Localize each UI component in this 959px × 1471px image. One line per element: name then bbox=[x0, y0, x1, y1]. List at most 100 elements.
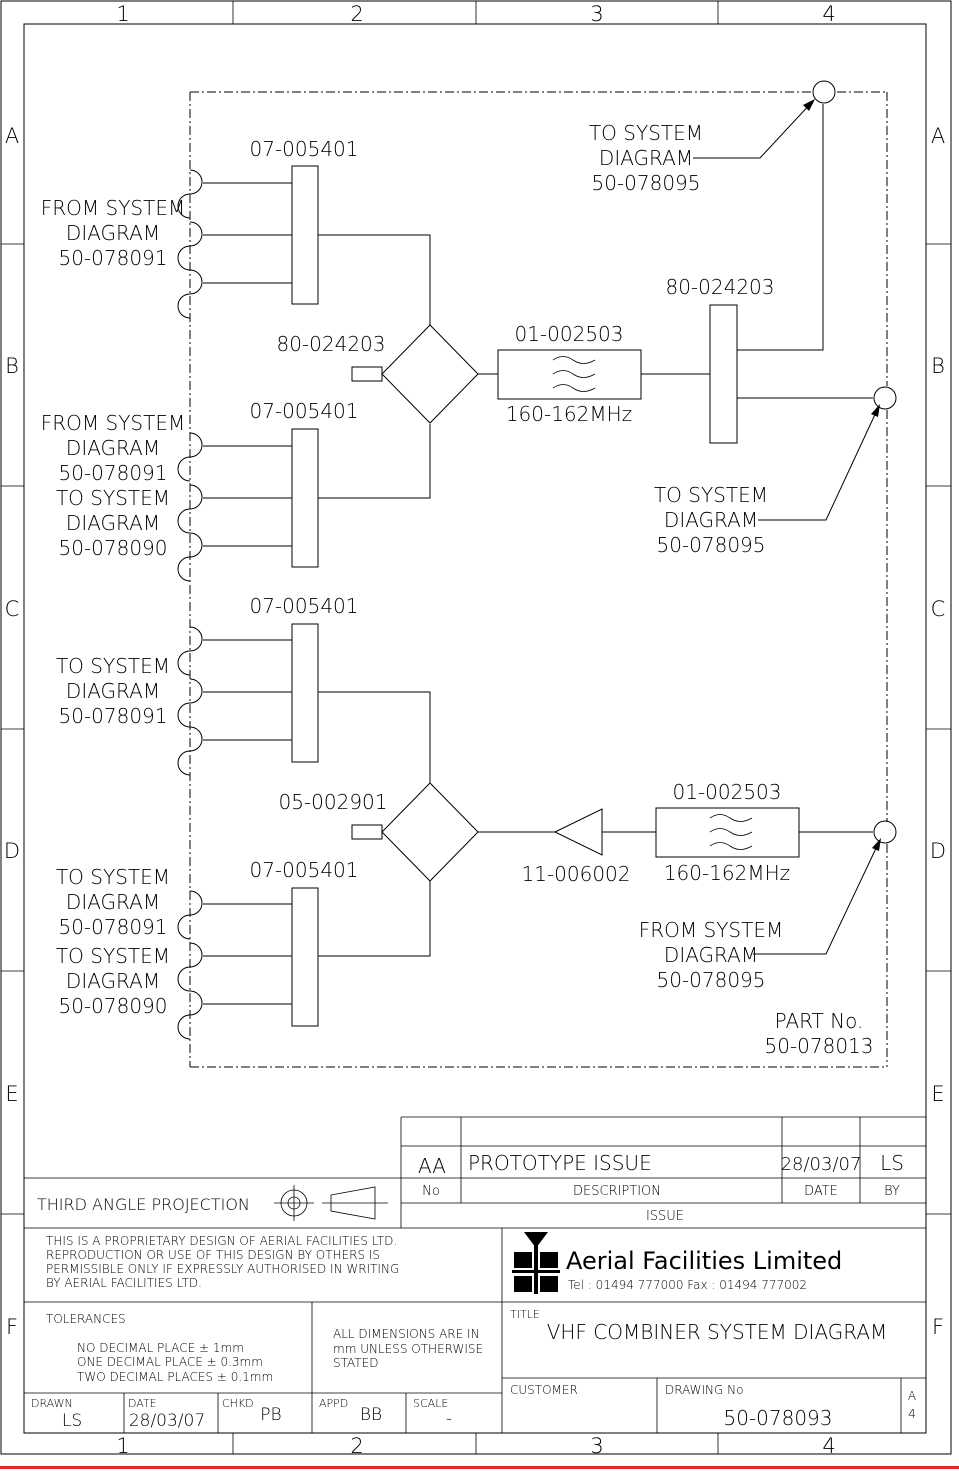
filter-ref: 01-002503 bbox=[514, 322, 623, 346]
system-label: TO SYSTEM bbox=[56, 865, 170, 889]
system-label: TO SYSTEM bbox=[56, 486, 170, 510]
combiner-ref: 80-024203 bbox=[276, 332, 385, 356]
system-label: DIAGRAM bbox=[66, 890, 160, 914]
system-label: 50-078091 bbox=[58, 246, 167, 270]
row-label: C bbox=[5, 597, 20, 621]
scale-value: - bbox=[446, 1409, 452, 1429]
col-label: 2 bbox=[350, 1434, 363, 1458]
revision-header-issue: ISSUE bbox=[646, 1209, 684, 1224]
chkd-label: CHKD bbox=[222, 1397, 254, 1410]
system-label: FROM SYSTEM bbox=[41, 196, 185, 220]
appd-value: BB bbox=[360, 1405, 382, 1425]
row-label: B bbox=[931, 354, 945, 378]
col-label: 4 bbox=[822, 1434, 835, 1458]
date-label: DATE bbox=[128, 1397, 157, 1410]
part-ref: 07-005401 bbox=[249, 137, 358, 161]
splitter-ref: 80-024203 bbox=[665, 275, 774, 299]
system-label: FROM SYSTEM bbox=[41, 411, 185, 435]
proprietary-line: REPRODUCTION OR USE OF THIS DESIGN BY OT… bbox=[46, 1248, 380, 1262]
row-label: E bbox=[931, 1082, 944, 1106]
system-label: DIAGRAM bbox=[664, 508, 758, 532]
system-label: DIAGRAM bbox=[66, 436, 160, 460]
revision-issue: AA bbox=[418, 1154, 446, 1178]
title-label: TITLE bbox=[510, 1308, 540, 1321]
part-ref: 07-005401 bbox=[249, 594, 358, 618]
revision-header-by: BY bbox=[884, 1184, 900, 1199]
company-logo bbox=[512, 1232, 560, 1294]
bar-block-upper-mid bbox=[203, 424, 431, 568]
filter-top bbox=[497, 349, 710, 400]
system-label: DIAGRAM bbox=[66, 221, 160, 245]
combiner-bottom bbox=[351, 782, 555, 882]
system-label: 50-078090 bbox=[58, 536, 167, 560]
drawn-value: LS bbox=[62, 1411, 82, 1431]
row-label: A bbox=[5, 124, 19, 148]
system-label: 50-078095 bbox=[656, 533, 765, 557]
approval-row: DRAWN LS DATE 28/03/07 CHKD PB APPD BB S… bbox=[31, 1393, 452, 1433]
leader-arrows bbox=[693, 99, 881, 955]
part-ref: 07-005401 bbox=[249, 858, 358, 882]
projection-symbol bbox=[274, 1185, 388, 1221]
dimensions-note: STATED bbox=[333, 1356, 378, 1370]
system-label: DIAGRAM bbox=[599, 146, 693, 170]
row-label: B bbox=[5, 354, 19, 378]
system-label: DIAGRAM bbox=[66, 511, 160, 535]
drawing-no-label: DRAWING No bbox=[665, 1383, 743, 1397]
row-label: A bbox=[931, 124, 945, 148]
proprietary-line: BY AERIAL FACILITIES LTD. bbox=[46, 1276, 202, 1290]
chkd-value: PB bbox=[260, 1405, 281, 1425]
system-label: TO SYSTEM bbox=[654, 483, 768, 507]
appd-label: APPD bbox=[319, 1397, 348, 1410]
combiner-ref: 05-002901 bbox=[278, 790, 387, 814]
revision-table: AA PROTOTYPE ISSUE 28/03/07 LS No DESCRI… bbox=[400, 1116, 926, 1228]
system-label: 50-078090 bbox=[58, 994, 167, 1018]
drawing-title: VHF COMBINER SYSTEM DIAGRAM bbox=[547, 1320, 888, 1344]
dimensions-note: mm UNLESS OTHERWISE bbox=[333, 1342, 483, 1356]
revision-header-date: DATE bbox=[804, 1184, 838, 1199]
system-label: DIAGRAM bbox=[664, 943, 758, 967]
row-label: D bbox=[4, 839, 20, 863]
system-label: TO SYSTEM bbox=[56, 944, 170, 968]
filter-ref: 01-002503 bbox=[672, 780, 781, 804]
customer-label: CUSTOMER bbox=[510, 1383, 578, 1397]
projection-label: THIRD ANGLE PROJECTION bbox=[37, 1195, 250, 1214]
drawn-label: DRAWN bbox=[31, 1397, 73, 1410]
row-label: C bbox=[931, 597, 946, 621]
col-label: 1 bbox=[116, 2, 129, 26]
row-label: F bbox=[932, 1315, 944, 1339]
amplifier bbox=[553, 808, 656, 856]
connector-sockets bbox=[177, 169, 203, 1040]
proprietary-line: THIS IS A PROPRIETARY DESIGN OF AERIAL F… bbox=[46, 1234, 397, 1248]
tolerance-line: ONE DECIMAL PLACE ± 0.3mm bbox=[77, 1355, 263, 1369]
system-label: TO SYSTEM bbox=[56, 654, 170, 678]
tolerances-block: TOLERANCES NO DECIMAL PLACE ± 1mm ONE DE… bbox=[24, 1302, 502, 1394]
filter-freq: 160-162MHz bbox=[664, 861, 790, 885]
system-label: 50-078091 bbox=[58, 704, 167, 728]
system-label: DIAGRAM bbox=[66, 969, 160, 993]
drawing-no: 50-078093 bbox=[723, 1406, 832, 1430]
part-ref: 07-005401 bbox=[249, 399, 358, 423]
proprietary-notice: THIS IS A PROPRIETARY DESIGN OF AERIAL F… bbox=[46, 1234, 399, 1290]
revision-by: LS bbox=[880, 1151, 904, 1175]
company-block: Aerial Facilities Limited Tel : 01494 77… bbox=[24, 1228, 926, 1433]
bottom-rule bbox=[0, 1466, 959, 1469]
col-label: 2 bbox=[350, 2, 363, 26]
system-label: 50-078095 bbox=[591, 171, 700, 195]
system-label: FROM SYSTEM bbox=[639, 918, 783, 942]
scale-label: SCALE bbox=[413, 1397, 448, 1410]
row-label: D bbox=[930, 839, 946, 863]
combiner-top bbox=[351, 324, 498, 424]
row-label: F bbox=[6, 1315, 18, 1339]
filter-freq: 160-162MHz bbox=[506, 402, 632, 426]
row-label: E bbox=[5, 1082, 18, 1106]
system-labels: FROM SYSTEM DIAGRAM 50-078091 FROM SYSTE… bbox=[41, 121, 783, 1018]
col-label: 4 bbox=[822, 2, 835, 26]
col-label: 3 bbox=[590, 1434, 603, 1458]
amplifier-ref: 11-006002 bbox=[521, 862, 630, 886]
tolerances-label: TOLERANCES bbox=[46, 1312, 126, 1326]
proprietary-line: PERMISSIBLE ONLY IF EXPRESSLY AUTHORISED… bbox=[46, 1262, 399, 1276]
part-no-label: PART No. bbox=[775, 1009, 864, 1033]
